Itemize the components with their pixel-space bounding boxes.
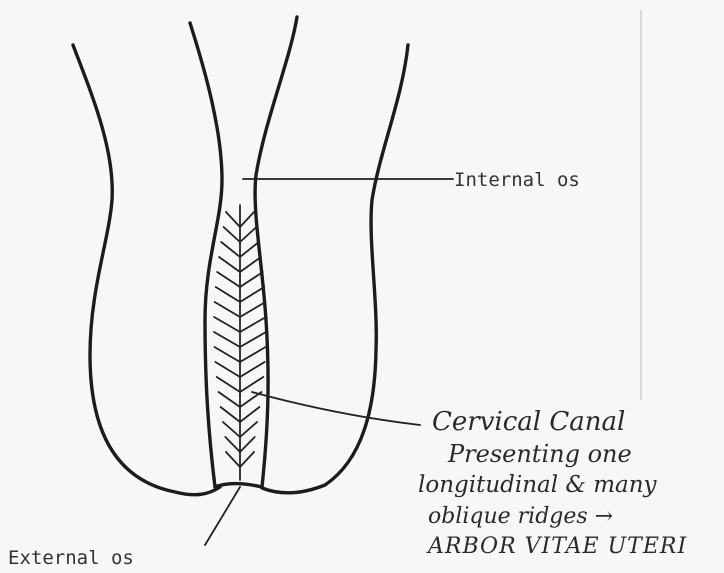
oblique-ridge-right bbox=[240, 407, 259, 422]
canal-wall-right bbox=[255, 17, 297, 487]
external-os-opening bbox=[215, 484, 262, 487]
oblique-ridge-right bbox=[240, 377, 263, 392]
oblique-ridge-left bbox=[226, 452, 240, 467]
oblique-ridge-right bbox=[240, 272, 263, 287]
oblique-ridge-left bbox=[219, 392, 240, 407]
oblique-ridge-left bbox=[226, 212, 240, 227]
oblique-ridge-left bbox=[223, 422, 240, 437]
oblique-ridge-left bbox=[224, 227, 240, 242]
oblique-ridge-left bbox=[214, 347, 240, 362]
oblique-ridge-right bbox=[240, 257, 261, 272]
oblique-ridge-left bbox=[217, 377, 240, 392]
outer-wall-left bbox=[73, 45, 220, 495]
internal-os-label: Internal os bbox=[454, 169, 580, 191]
oblique-ridge-right bbox=[240, 317, 266, 332]
oblique-ridge-right bbox=[240, 437, 255, 452]
oblique-ridge-left bbox=[214, 332, 240, 347]
oblique-ridge-right bbox=[240, 212, 254, 227]
longitudinal-label: longitudinal & many bbox=[418, 472, 658, 498]
cervical-canal-leader bbox=[252, 392, 420, 425]
oblique-ridge-right bbox=[240, 287, 264, 302]
oblique-ridge-left bbox=[216, 287, 240, 302]
oblique-label: oblique ridges → bbox=[428, 504, 613, 529]
oblique-ridge-left bbox=[219, 257, 240, 272]
external-os-label: External os bbox=[8, 547, 134, 569]
canal-wall-left bbox=[190, 23, 222, 487]
oblique-ridge-right bbox=[240, 227, 256, 242]
presenting-label: Presenting one bbox=[447, 440, 632, 468]
cervical-canal-label: Cervical Canal bbox=[432, 407, 625, 437]
oblique-ridge-left bbox=[215, 302, 240, 317]
oblique-ridge-left bbox=[221, 242, 240, 257]
outer-wall-right bbox=[262, 45, 408, 493]
oblique-ridge-right bbox=[240, 362, 265, 377]
oblique-ridge-right bbox=[240, 347, 266, 362]
oblique-ridge-left bbox=[221, 407, 240, 422]
oblique-ridge-right bbox=[240, 422, 257, 437]
oblique-ridge-right bbox=[240, 302, 265, 317]
oblique-ridge-right bbox=[240, 452, 254, 467]
arbor-vitae-label: ARBOR VITAE UTERI bbox=[426, 534, 687, 559]
oblique-ridge-left bbox=[214, 317, 240, 332]
oblique-ridge-left bbox=[225, 437, 240, 452]
oblique-ridge-right bbox=[240, 332, 266, 347]
oblique-ridge-left bbox=[217, 272, 240, 287]
external-os-leader bbox=[205, 487, 240, 545]
oblique-ridge-left bbox=[215, 362, 240, 377]
oblique-ridge-right bbox=[240, 242, 259, 257]
